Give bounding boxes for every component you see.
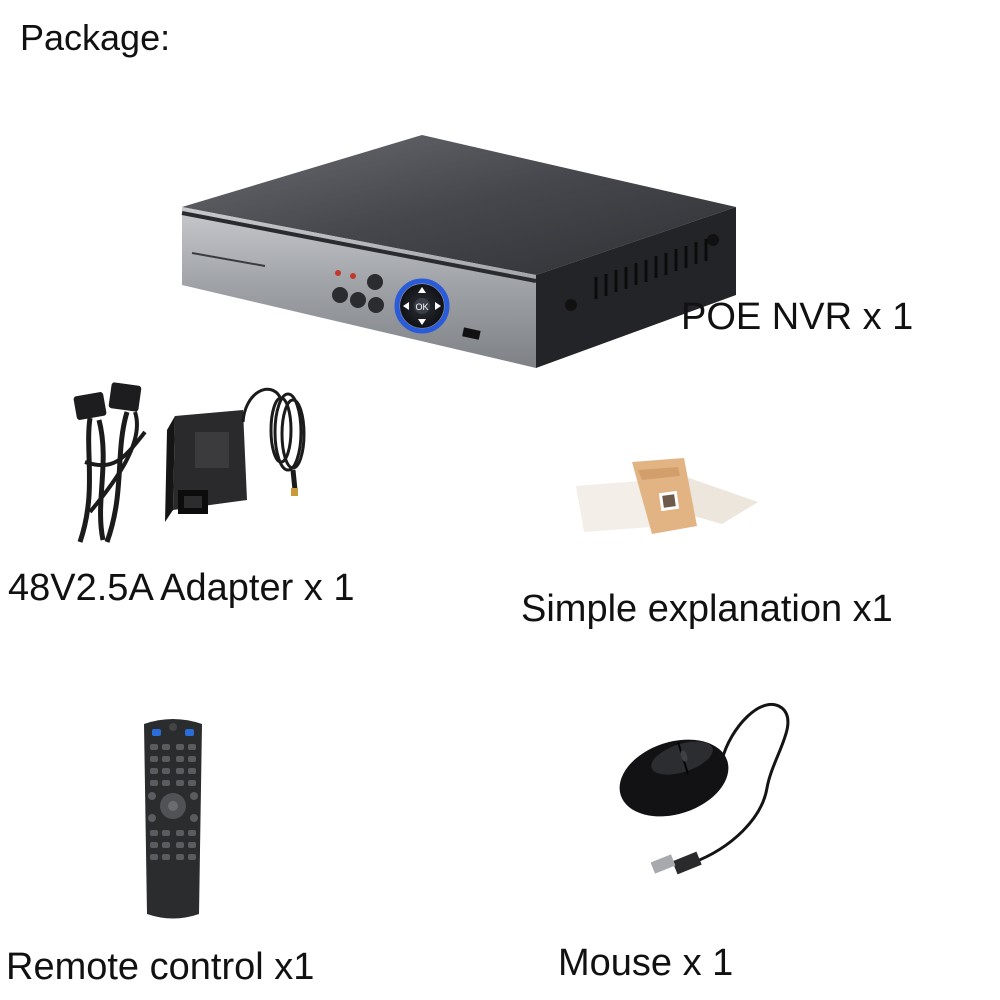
item-label-nvr: POE NVR x 1	[681, 296, 914, 338]
ok-key: OK	[415, 302, 428, 312]
item-label-remote: Remote control x1	[6, 946, 315, 988]
power-adapter-icon	[73, 382, 306, 543]
package-title: Package:	[20, 17, 171, 58]
item-label-mouse: Mouse x 1	[558, 942, 734, 984]
item-label-adapter: 48V2.5A Adapter x 1	[8, 567, 355, 609]
item-label-manual: Simple explanation x1	[521, 588, 893, 630]
nvr-recorder-icon: OK	[181, 135, 736, 368]
manual-booklet-icon	[576, 458, 758, 534]
remote-control-icon	[144, 719, 202, 919]
usb-mouse-icon	[619, 702, 790, 875]
